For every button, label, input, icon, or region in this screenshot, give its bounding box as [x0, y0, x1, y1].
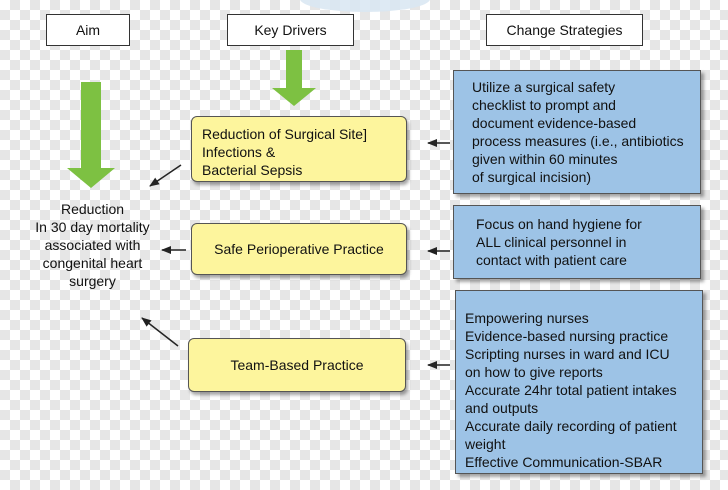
strategy-line: Focus on hand hygiene for — [476, 216, 642, 232]
strategy-line: Effective Communication-SBAR — [465, 454, 663, 470]
strategy-line: on how to give reports — [465, 364, 603, 380]
aim-line: associated with — [44, 237, 141, 253]
driver-box-safe-perioperative-practice: Safe Perioperative Practice — [191, 223, 407, 275]
header-key-drivers: Key Drivers — [227, 14, 354, 46]
aim-line: Reduction — [60, 201, 125, 217]
strategy-line: given within 60 minutes — [472, 151, 618, 167]
green-down-arrow-drivers — [272, 50, 316, 106]
driver-line: Team-Based Practice — [230, 357, 364, 373]
strategy-line: Empowering nurses — [465, 310, 589, 326]
strategy-line: weight — [465, 436, 506, 452]
header-aim: Aim — [46, 14, 130, 46]
header-change-strategies: Change Strategies — [486, 14, 643, 46]
header-change-strategies-label: Change Strategies — [506, 22, 623, 38]
aim-line: surgery — [69, 273, 116, 289]
aim-statement: Reduction In 30 day mortality associated… — [20, 200, 165, 290]
driver-box-team-based-practice: Team-Based Practice — [188, 338, 406, 392]
strategy-line: and outputs — [465, 400, 539, 416]
strategy-line: Scripting nurses in ward and ICU — [465, 346, 670, 362]
decorative-cloud — [300, 0, 430, 12]
strategy-line: Evidence-based nursing practice — [465, 328, 669, 344]
strategy-box-hand-hygiene: Focus on hand hygiene for ALL clinical p… — [453, 205, 701, 279]
driver-box-surgical-site-infections: Reduction of Surgical Site] Infections &… — [191, 116, 407, 182]
green-down-arrow-aim — [67, 82, 115, 188]
strategy-line: Accurate 24hr total patient intakes — [465, 382, 677, 398]
strategy-box-surgical-safety-checklist: Utilize a surgical safety checklist to p… — [453, 70, 701, 194]
strategy-box-nursing-practices: Empowering nurses Evidence-based nursing… — [455, 290, 703, 474]
strategy-line: ALL clinical personnel in — [476, 234, 627, 250]
driver-line: Bacterial Sepsis — [202, 162, 303, 178]
strategy-line: of surgical incision) — [472, 169, 592, 185]
driver-line: Safe Perioperative Practice — [214, 241, 384, 257]
driver-line: Reduction of Surgical Site] — [202, 126, 367, 142]
strategy-line: contact with patient care — [476, 252, 627, 268]
header-aim-label: Aim — [75, 22, 101, 38]
strategy-line: Accurate daily recording of patient — [465, 418, 677, 434]
aim-line: In 30 day mortality — [35, 219, 150, 235]
arrow-driver1-to-aim — [149, 164, 182, 187]
arrow-driver3-to-aim — [141, 317, 179, 347]
header-key-drivers-label: Key Drivers — [254, 22, 327, 38]
strategy-line: checklist to prompt and — [472, 97, 616, 113]
strategy-line: document evidence-based — [472, 115, 637, 131]
strategy-line: process measures (i.e., antibiotics — [472, 133, 684, 149]
strategy-line: Utilize a surgical safety — [472, 79, 616, 95]
aim-line: congenital heart — [42, 255, 143, 271]
driver-line: Infections & — [202, 144, 276, 160]
